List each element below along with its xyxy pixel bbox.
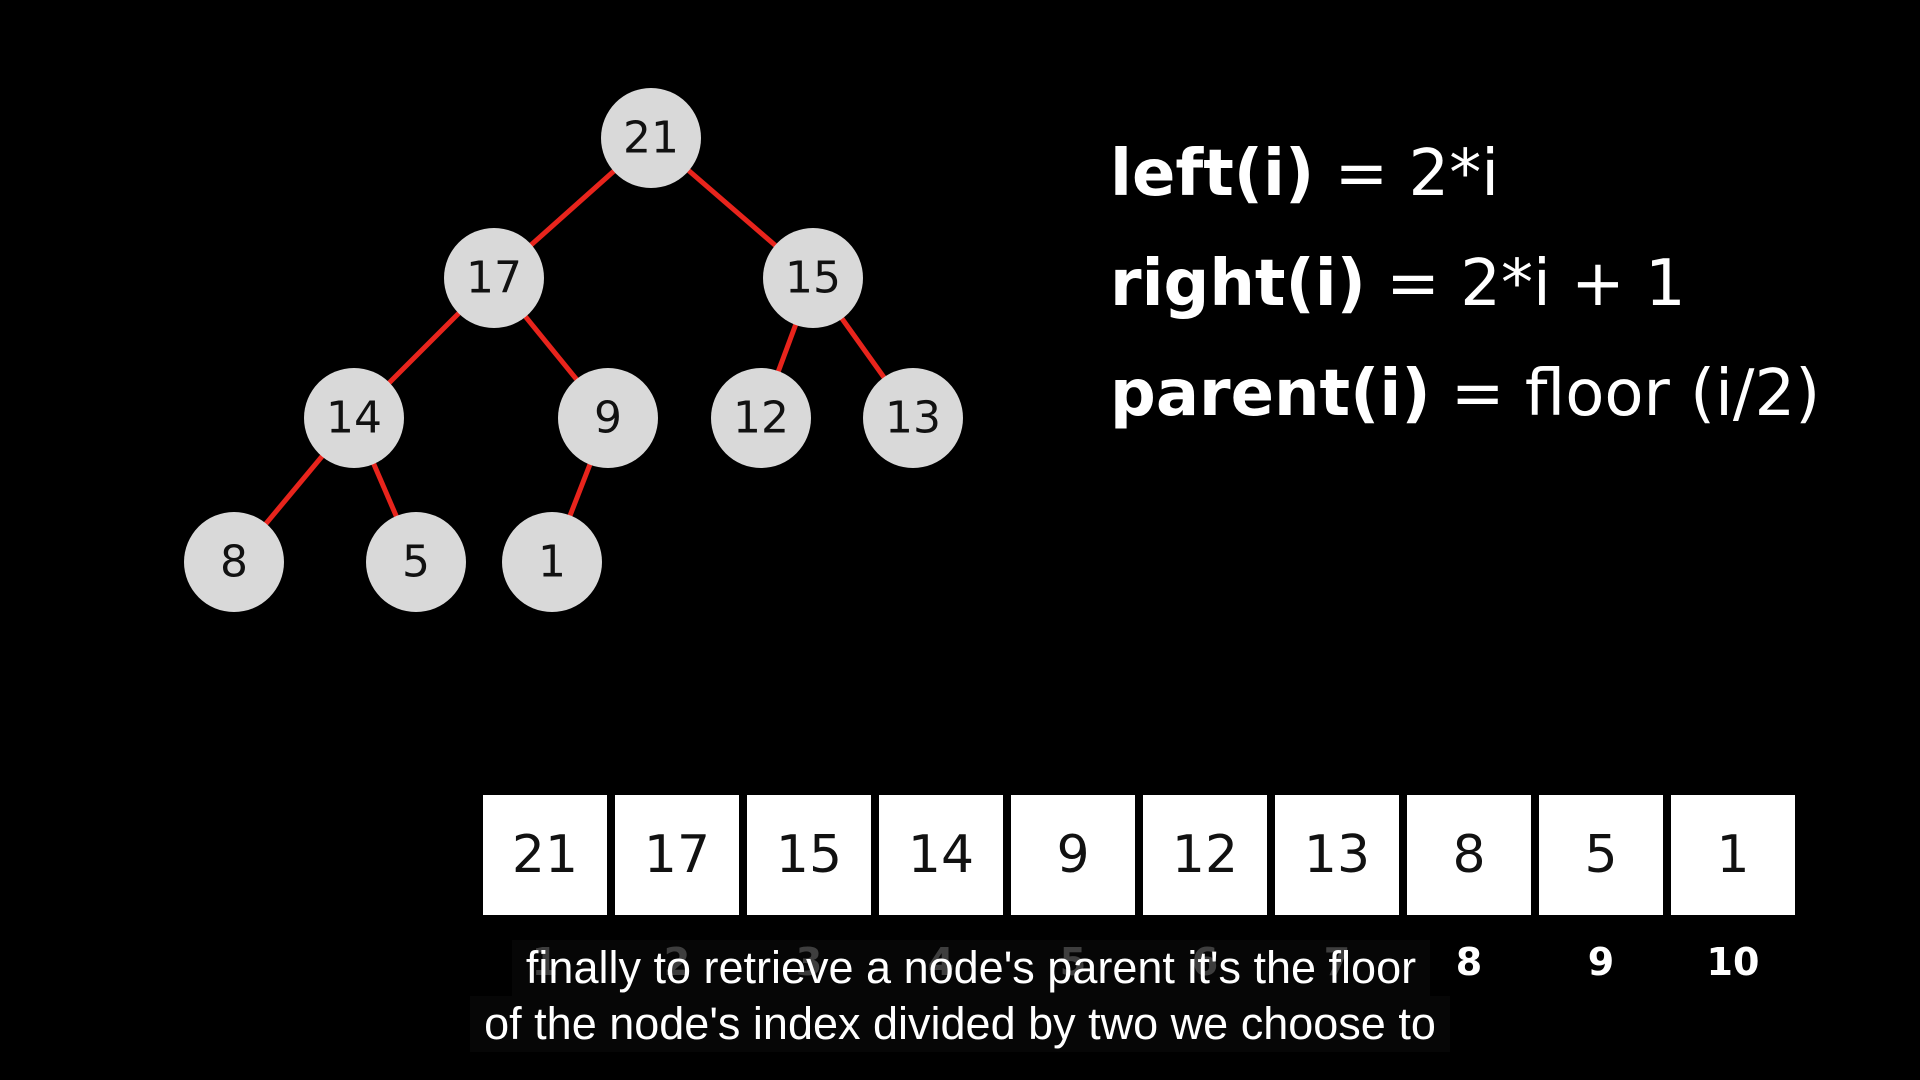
tree-node-label: 5 — [402, 537, 430, 588]
tree-node: 21 — [601, 88, 701, 188]
formula-left-expression: = 2*i — [1314, 137, 1500, 211]
tree-node: 5 — [366, 512, 466, 612]
array-cell: 8 — [1407, 795, 1531, 915]
tree-node-label: 14 — [326, 393, 382, 444]
tree-node: 12 — [711, 368, 811, 468]
caption-line-1: finally to retrieve a node's parent it's… — [511, 940, 1431, 996]
tree-node-circle — [304, 368, 404, 468]
array-cell: 14 — [879, 795, 1003, 915]
tree-node-label: 17 — [466, 253, 522, 304]
tree-node-circle — [711, 368, 811, 468]
tree-node-circle — [502, 512, 602, 612]
array-cell: 9 — [1011, 795, 1135, 915]
tree-node: 9 — [558, 368, 658, 468]
tree-node-circle — [601, 88, 701, 188]
tree-node: 14 — [304, 368, 404, 468]
tree-node: 15 — [763, 228, 863, 328]
formula-right-function: right(i) — [1110, 247, 1366, 321]
tree-node-label: 15 — [785, 253, 841, 304]
heap-tree-diagram: 21 17 15 14 9 12 13 8 5 1 — [184, 88, 963, 612]
tree-node-circle — [444, 228, 544, 328]
array-cell: 15 — [747, 795, 871, 915]
array-cell: 1 — [1671, 795, 1795, 915]
formula-left-function: left(i) — [1110, 137, 1315, 211]
array-cell: 13 — [1275, 795, 1399, 915]
tree-node-circle — [558, 368, 658, 468]
array-index: 8 — [1455, 940, 1483, 984]
array-index: 9 — [1587, 940, 1615, 984]
array-cell: 21 — [483, 795, 607, 915]
array-cell: 17 — [615, 795, 739, 915]
tree-node-circle — [366, 512, 466, 612]
tree-node-label: 21 — [623, 113, 679, 164]
tree-edges — [232, 136, 916, 564]
subtitle-caption: finally to retrieve a node's parent it's… — [0, 940, 1920, 1052]
array-index: 10 — [1706, 940, 1760, 984]
tree-node-circle — [863, 368, 963, 468]
tree-node: 1 — [502, 512, 602, 612]
tree-node: 13 — [863, 368, 963, 468]
formula-parent-function: parent(i) — [1110, 357, 1431, 431]
tree-node-circle — [184, 512, 284, 612]
tree-node-label: 13 — [885, 393, 941, 444]
array-cell: 5 — [1539, 795, 1663, 915]
tree-node: 8 — [184, 512, 284, 612]
tree-node-label: 12 — [733, 393, 789, 444]
formula-right-child: right(i) = 2*i + 1 — [1110, 252, 1686, 316]
tree-node: 17 — [444, 228, 544, 328]
array-cell: 12 — [1143, 795, 1267, 915]
formula-parent-expression: = floor (i/2) — [1430, 357, 1821, 431]
heap-array: 21 17 15 14 9 12 13 8 5 1 — [483, 795, 1795, 915]
formula-right-expression: = 2*i + 1 — [1365, 247, 1686, 321]
tree-node-label: 9 — [594, 393, 622, 444]
formula-parent: parent(i) = floor (i/2) — [1110, 362, 1820, 426]
formula-left-child: left(i) = 2*i — [1110, 142, 1499, 206]
tree-node-label: 8 — [220, 537, 248, 588]
tree-node-circle — [763, 228, 863, 328]
tree-node-label: 1 — [538, 537, 566, 588]
caption-line-2: of the node's index divided by two we ch… — [470, 996, 1450, 1052]
